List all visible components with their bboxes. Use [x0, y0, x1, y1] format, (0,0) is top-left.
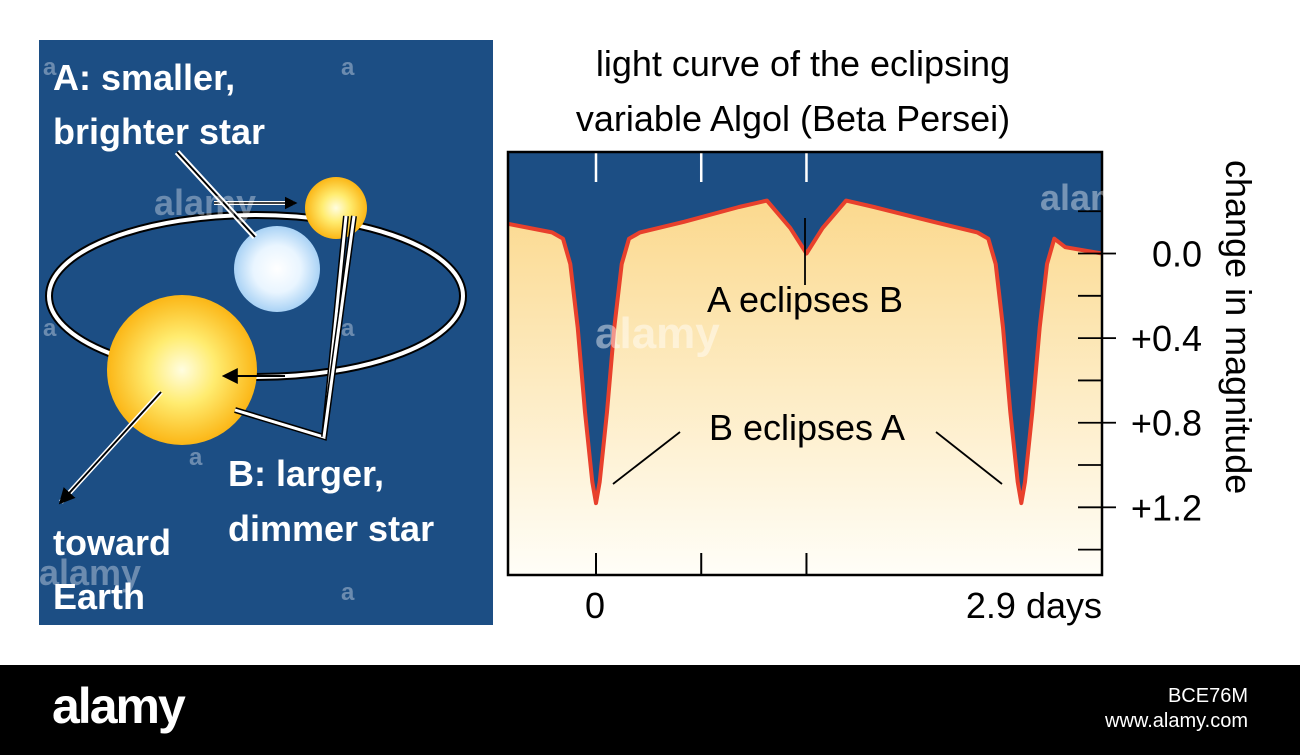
panel-background: [39, 40, 493, 625]
chart-title-line2: variable Algol (Beta Persei): [576, 98, 1010, 139]
footer-logo: alamy: [52, 678, 186, 734]
star-a-primary: [234, 226, 320, 312]
footer-bar: alamy BCE76M www.alamy.com: [0, 665, 1300, 755]
y-tick-label: +0.4: [1131, 318, 1202, 359]
star-b-label-line1: B: larger,: [228, 453, 384, 494]
light-curve-svg: light curve of the eclipsing variable Al…: [506, 43, 1259, 626]
x-tick-label-0: 0: [585, 585, 605, 626]
star-b-label-line2: dimmer star: [228, 508, 434, 549]
star-b-primary: [107, 295, 257, 445]
y-tick-label: +1.2: [1131, 487, 1202, 528]
star-b-pointer2: [322, 215, 356, 438]
y-tick-labels: 0.0 +0.4 +0.8 +1.2: [1131, 234, 1202, 529]
y-axis-label: change in magnitude: [1218, 160, 1259, 494]
watermark-logo: alamy: [595, 309, 720, 358]
earth-label-line2: Earth: [53, 576, 145, 617]
annotation-b-eclipses-a: B eclipses A: [709, 407, 905, 448]
watermark-mark: a: [189, 444, 203, 471]
watermark-mark: a: [341, 315, 355, 342]
footer-url: www.alamy.com: [1105, 710, 1248, 732]
bottom-tick-marks: [595, 553, 808, 575]
footer-stock-id: BCE76M: [1167, 685, 1248, 707]
watermark-mark: a: [43, 315, 57, 342]
star-b-orbit-position: [305, 177, 367, 239]
right-tick-marks: [1078, 210, 1116, 551]
annotation-b-pointer-right: [935, 431, 1003, 485]
watermark-mark: a: [341, 54, 355, 81]
star-a-pointer: [176, 151, 256, 238]
orbit-diagram: A: smaller, brighter star B: larger, dim…: [39, 40, 493, 625]
plot-frame: [506, 150, 1104, 577]
chart-title-line1: light curve of the eclipsing: [596, 43, 1010, 84]
earth-arrow: [58, 391, 162, 505]
y-tick-label: +0.8: [1131, 403, 1202, 444]
top-tick-marks: [594, 152, 808, 182]
x-tick-label-1: 2.9 days: [966, 585, 1102, 626]
light-curve-chart: light curve of the eclipsing variable Al…: [500, 40, 1280, 640]
light-curve-fill: [508, 200, 1102, 575]
annotation-a-eclipses-b: A eclipses B: [707, 279, 903, 320]
star-a-label-line2: brighter star: [53, 111, 265, 152]
star-a-label-line1: A: smaller,: [53, 57, 235, 98]
y-tick-label: 0.0: [1152, 234, 1202, 275]
watermark-logo: alamy: [1040, 177, 1142, 218]
watermark-mark: a: [341, 579, 355, 606]
watermark-mark: a: [43, 54, 57, 81]
watermark-logo: alamy: [39, 552, 141, 593]
light-curve-line: [507, 198, 1103, 506]
earth-label-line1: toward: [53, 522, 171, 563]
orbit-diagram-panel: A: smaller, brighter star B: larger, dim…: [39, 40, 493, 625]
watermark-logo: alamy: [154, 182, 256, 223]
annotation-b-pointer-left: [612, 431, 681, 485]
